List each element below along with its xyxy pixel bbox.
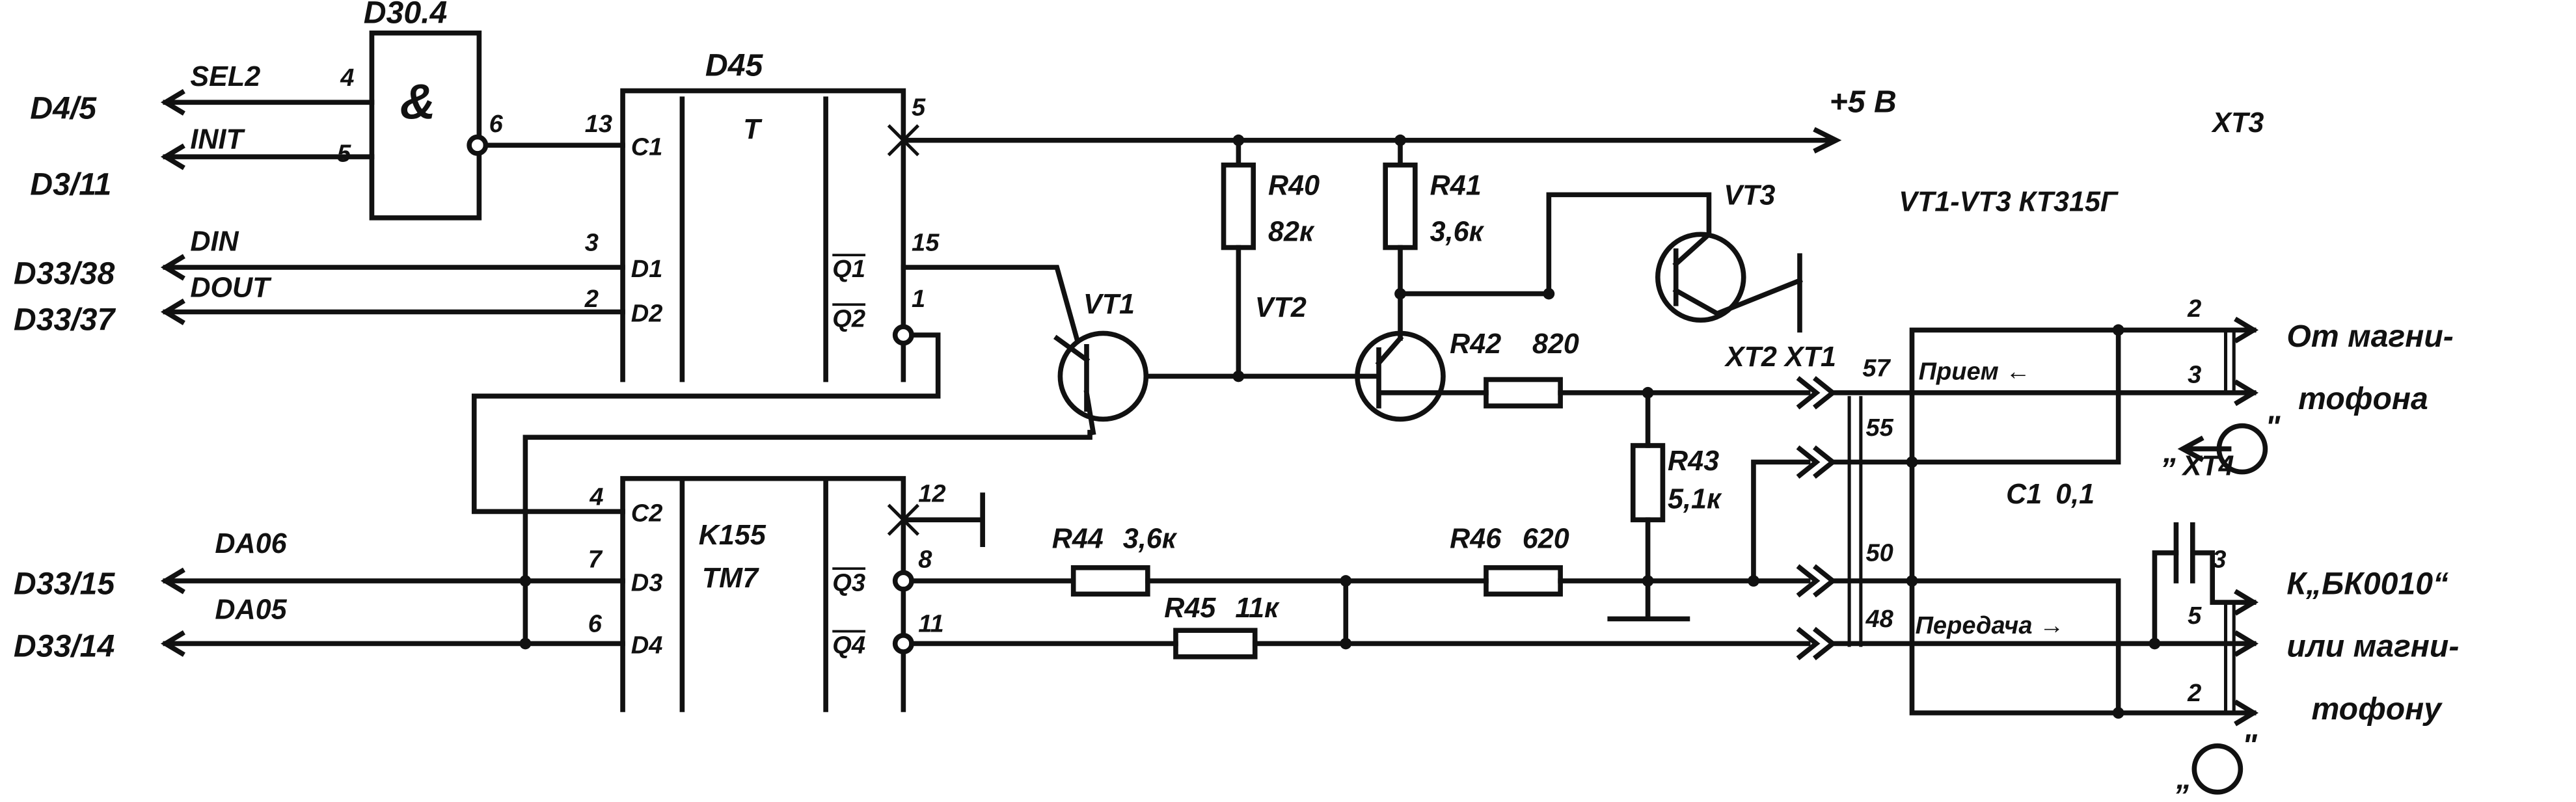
- pin-name: Q1: [832, 256, 865, 283]
- pin-label: 57: [1862, 354, 1891, 382]
- gate-d30-4: D30.4 & 4 5 6: [337, 0, 504, 221]
- signal-label: SEL2: [190, 61, 260, 92]
- resistor-label: R43: [1668, 446, 1719, 477]
- transistor-vt1: VT1: [1053, 289, 1241, 436]
- junctions: [519, 134, 1759, 650]
- switch-block: Прием ← Передача → C1 0,1 XT3 2 3 XT4 3 …: [1830, 107, 2264, 727]
- dest-label: D3/11: [30, 167, 111, 202]
- pin-label: 7: [588, 546, 603, 574]
- output-labels: От магни- тофона К„БК0010“ или магни- то…: [2162, 319, 2459, 796]
- pin-name: Q3: [832, 569, 865, 596]
- chip-type: T: [743, 114, 763, 145]
- signal-label: DA05: [215, 594, 287, 625]
- resistor-value: 620: [1523, 523, 1569, 554]
- resistor-label: R45: [1164, 593, 1216, 624]
- resistor-label: R44: [1052, 523, 1104, 554]
- transistor-vt2: VT2: [1236, 292, 1446, 422]
- connector-label: XT2 XT1: [1724, 341, 1836, 373]
- pin-label: 5: [2188, 602, 2202, 630]
- transistor-label: VT1: [1083, 289, 1135, 320]
- pin-name: C1: [631, 133, 663, 161]
- pin-label: 4: [589, 483, 603, 511]
- pin-label: 15: [912, 230, 940, 257]
- output-text: тофона: [2298, 381, 2428, 416]
- pin-name: D4: [631, 632, 663, 660]
- pin-name: Q4: [832, 632, 865, 660]
- pin-name: D2: [631, 301, 663, 328]
- pin-label: 13: [585, 111, 612, 138]
- transistor-label: VT3: [1724, 180, 1775, 211]
- signal-label: DOUT: [190, 273, 272, 304]
- resistor-value: 11к: [1235, 593, 1280, 624]
- and-symbol: &: [400, 75, 436, 130]
- chip-type: TM7: [702, 563, 759, 594]
- quote-mark: ": [2265, 409, 2281, 444]
- pin-name: Q2: [832, 305, 865, 332]
- pin-name: C2: [631, 500, 663, 528]
- output-text: или магни-: [2286, 629, 2459, 664]
- pin-label: 55: [1865, 414, 1893, 442]
- left-signals: D4/5 SEL2 D3/11 INIT D33/38 DIN 3 D33/37…: [14, 61, 625, 664]
- capacitor-value: 0,1: [2055, 479, 2095, 510]
- pin-label: 50: [1865, 540, 1893, 567]
- arrow-left-icon: [2177, 435, 2232, 462]
- resistor-value: 3,6к: [1430, 216, 1485, 247]
- output-text: К„БК0010“: [2286, 566, 2449, 601]
- pin-label: 12: [918, 480, 945, 507]
- pin-name: D1: [631, 256, 663, 283]
- resistor-value: 5,1к: [1668, 483, 1722, 515]
- pin-name: D3: [631, 569, 663, 596]
- jack-icon: [2191, 743, 2244, 795]
- pin-label: 48: [1865, 606, 1893, 633]
- pin-label: 5: [337, 140, 351, 168]
- dest-label: D4/5: [30, 91, 97, 126]
- quote-mark: „: [2175, 761, 2191, 796]
- resistor-label: R40: [1268, 170, 1320, 201]
- quote-mark: „: [2162, 434, 2178, 469]
- resistor-label: R46: [1450, 523, 1502, 554]
- pin-label: 2: [2187, 680, 2201, 707]
- output-text: От магни-: [2286, 319, 2453, 354]
- jack-icon: [2216, 423, 2268, 475]
- pin-label: 2: [2187, 295, 2201, 323]
- receive-label: Прием ←: [1919, 358, 2031, 386]
- gate-label: D30.4: [364, 0, 448, 31]
- pin-label: 6: [588, 611, 603, 638]
- pin-label: 2: [584, 286, 599, 313]
- pin-label: 3: [2212, 546, 2226, 574]
- pin-label: 11: [918, 611, 944, 638]
- capacitor-label: C1: [2006, 479, 2042, 510]
- signal-label: DIN: [190, 226, 239, 258]
- pin-label: 5: [912, 94, 926, 122]
- output-text: тофону: [2311, 691, 2443, 727]
- resistor-value: 82к: [1268, 216, 1315, 247]
- signal-label: DA06: [215, 528, 287, 559]
- transistor-note: VT1-VT3 КТ315Г: [1899, 187, 2119, 218]
- transistor-vt3: VT3: [1398, 180, 1803, 333]
- dest-label: D33/15: [14, 566, 116, 601]
- pin-label: 3: [2188, 362, 2201, 389]
- signal-label: INIT: [190, 124, 245, 155]
- connector-label: XT3: [2211, 107, 2264, 139]
- pin-label: 6: [489, 111, 504, 138]
- pin-label: 1: [912, 286, 925, 313]
- power-label: +5 В: [1830, 85, 1897, 120]
- transistor-label: VT2: [1255, 292, 1307, 323]
- dest-label: D33/37: [14, 302, 116, 337]
- connector-xt2-xt1: XT2 XT1 57 55 50 48: [1724, 341, 1894, 661]
- resistor-value: 820: [1532, 328, 1579, 360]
- resistor-label: R41: [1430, 170, 1482, 201]
- resistor-label: R42: [1450, 328, 1501, 360]
- chip-label: D45: [705, 48, 764, 83]
- pin-label: 8: [918, 546, 932, 574]
- resistor-value: 3,6к: [1123, 523, 1178, 554]
- transmit-label: Передача →: [1916, 612, 2065, 639]
- pin-label: 4: [340, 64, 354, 92]
- dest-label: D33/38: [14, 256, 115, 291]
- chip-d45: D45 T C1 13 D1 D2 Q1 Q2 15 1 5 K155 TM7 …: [483, 48, 985, 712]
- chip-label: K155: [699, 520, 766, 551]
- quote-mark: ": [2242, 728, 2258, 763]
- pin-label: 3: [585, 230, 599, 257]
- dest-label: D33/14: [14, 629, 115, 664]
